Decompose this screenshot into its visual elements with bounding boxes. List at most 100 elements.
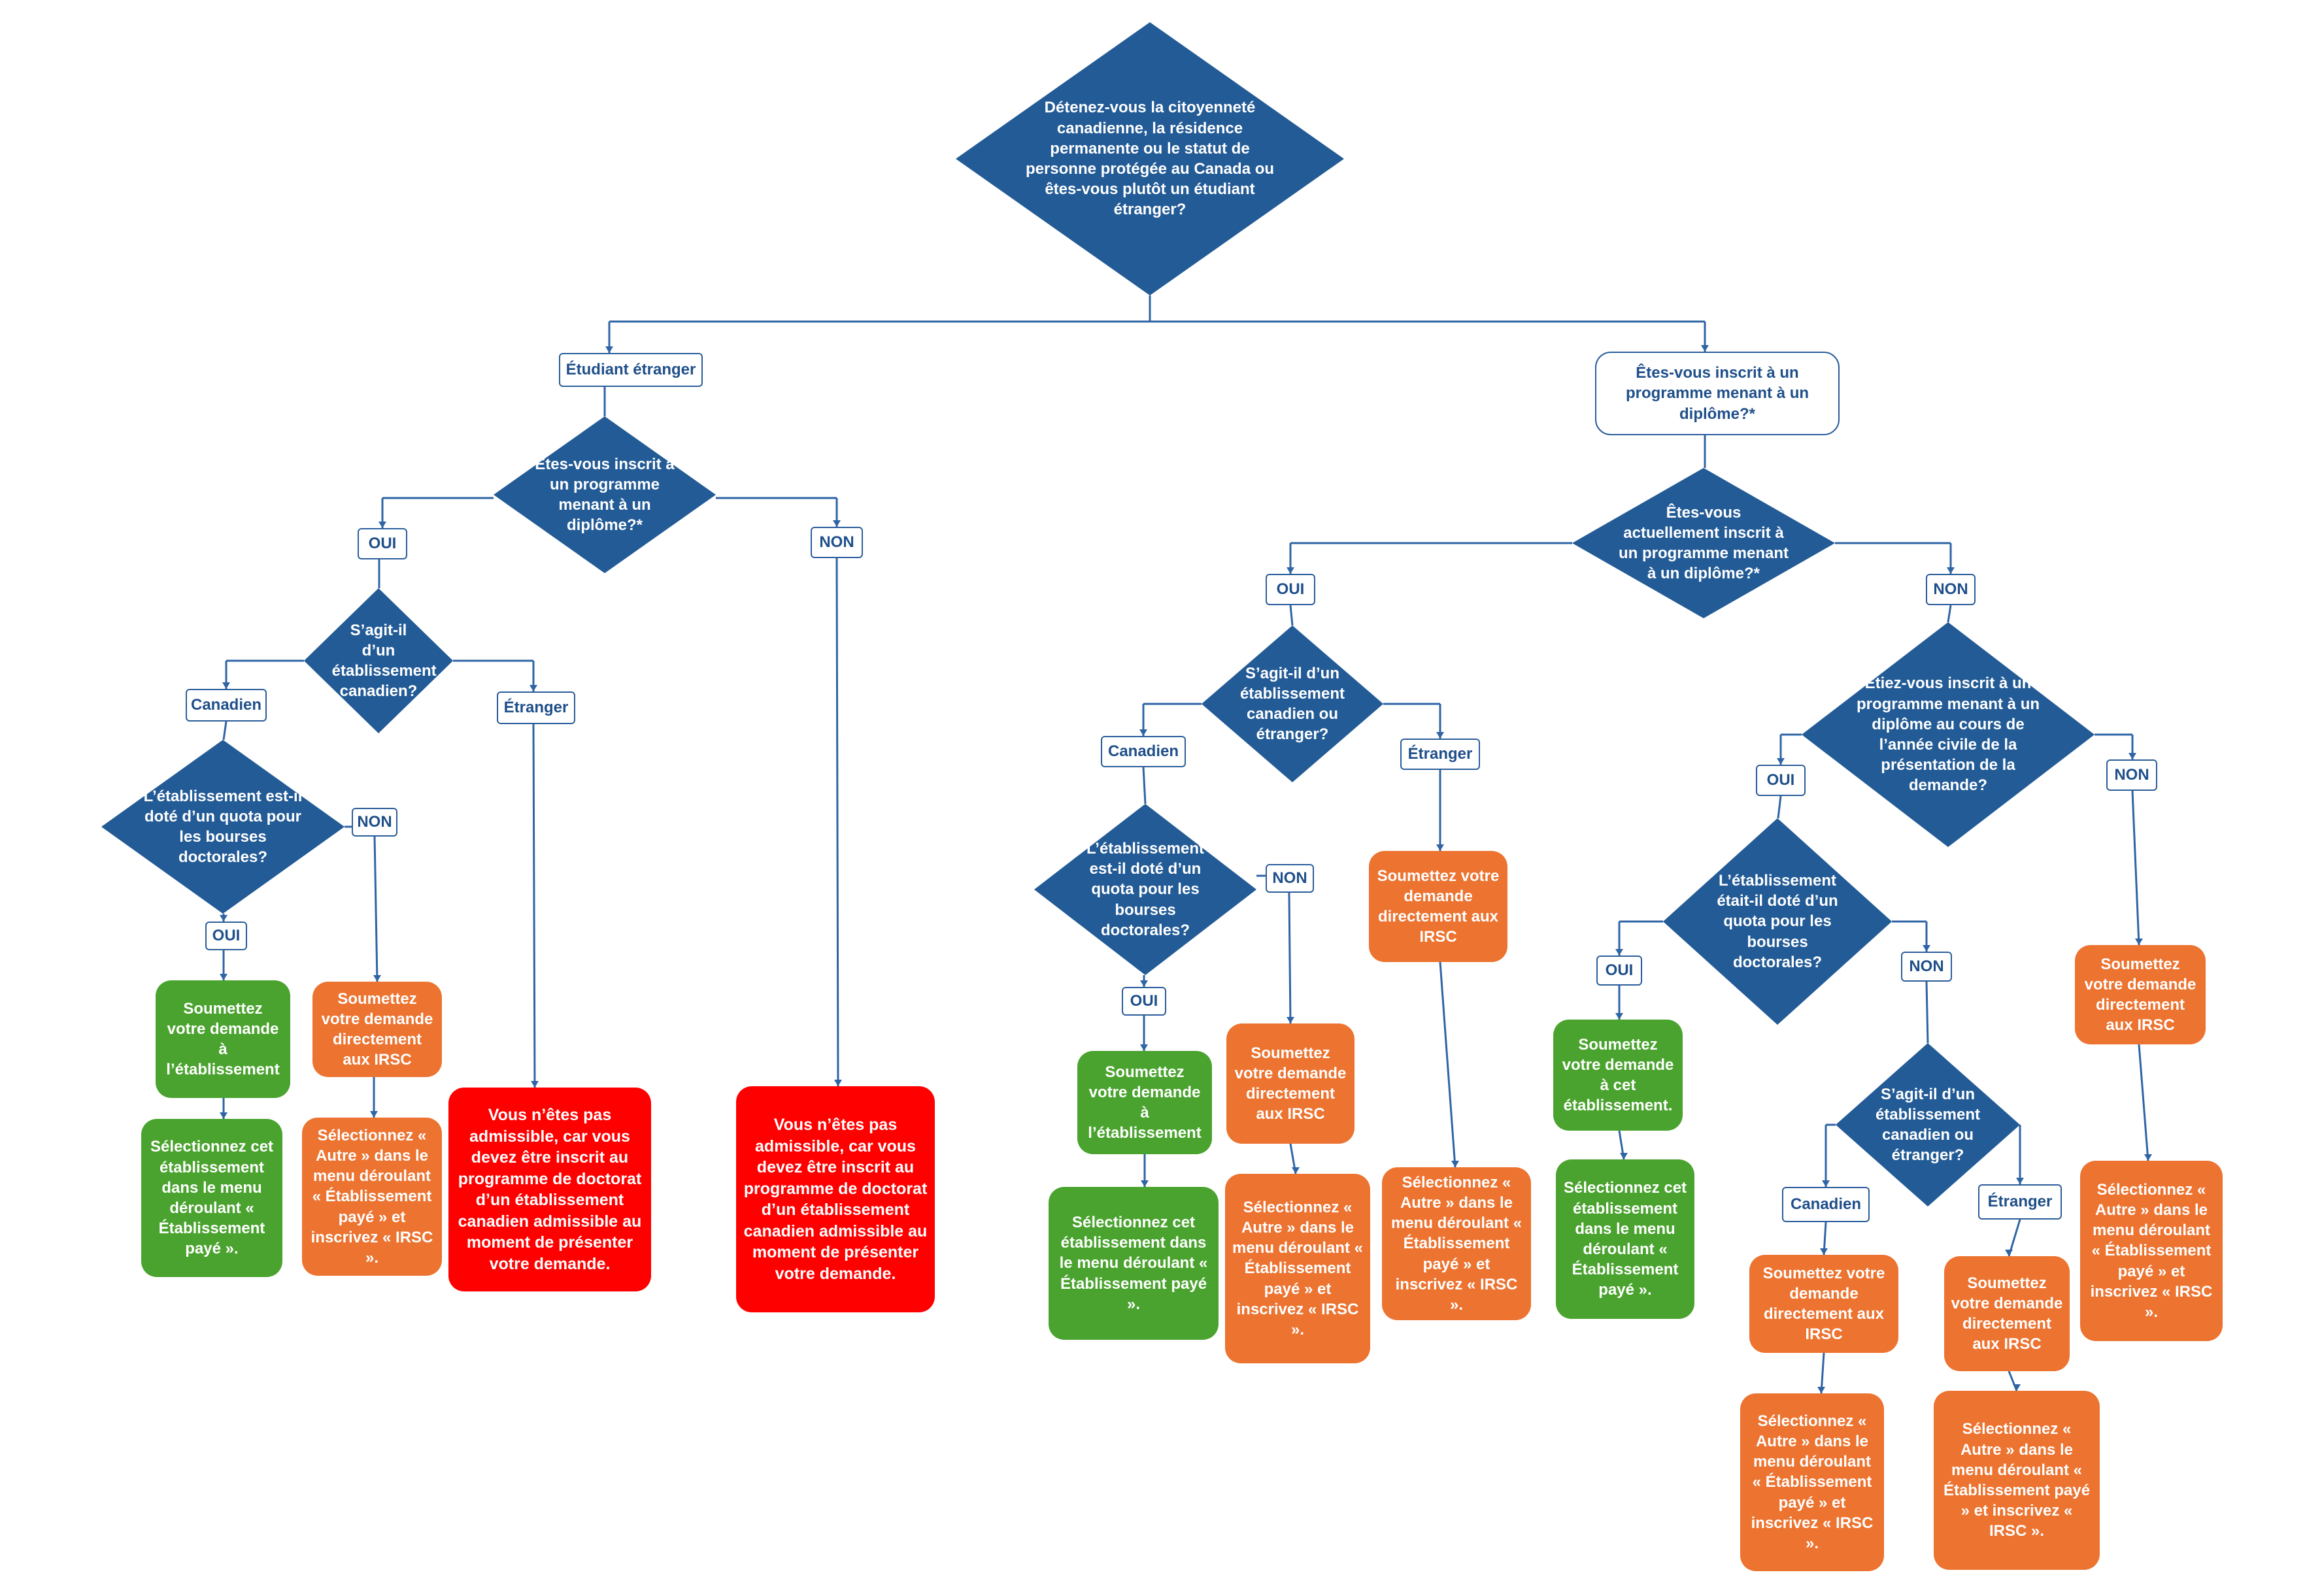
decision-current-enrolled: Êtes-vous actuellement inscrit à un prog… xyxy=(1572,468,1835,618)
label-foreign-non: NON xyxy=(811,527,863,558)
arrowhead-icon xyxy=(1436,844,1444,851)
arrowhead-icon xyxy=(1923,945,1930,952)
label-foreign-canadien: Canadien xyxy=(186,689,267,722)
decision-previous-quota: L’établissement était-il doté d’un quota… xyxy=(1663,818,1892,1025)
arrowhead-icon xyxy=(2144,1154,2152,1161)
arrowhead-icon xyxy=(222,682,230,689)
arrowhead-icon xyxy=(1451,1161,1459,1167)
label-foreign-quota-oui: OUI xyxy=(205,922,247,950)
label-previous-oui: OUI xyxy=(1756,765,1806,796)
connector-line xyxy=(1777,795,1782,819)
outcome-current-select-other-2: Sélectionnez « Autre » dans le menu déro… xyxy=(1382,1167,1531,1320)
label-current-non: NON xyxy=(1926,574,1976,605)
outcome-foreign-select-institution: Sélectionnez cet établissement dans le m… xyxy=(141,1119,282,1277)
outcome-previous-select-other-1: Sélectionnez « Autre » dans le menu déro… xyxy=(1740,1393,1884,1571)
arrowhead-icon xyxy=(1777,758,1785,765)
connector-line xyxy=(2131,790,2140,946)
outcome-previous-select-other-2: Sélectionnez « Autre » dans le menu déro… xyxy=(1934,1391,2100,1570)
arrowhead-icon xyxy=(373,975,381,982)
connector-line xyxy=(1142,767,1147,805)
arrowhead-icon xyxy=(2005,1250,2013,1256)
arrowhead-icon xyxy=(1817,1387,1825,1393)
arrowhead-icon xyxy=(605,346,613,353)
arrowhead-icon xyxy=(220,974,227,980)
label-current-quota-non: NON xyxy=(1266,864,1314,893)
arrowhead-icon xyxy=(1615,1013,1623,1020)
outcome-current-select-institution: Sélectionnez cet établissement dans le m… xyxy=(1049,1187,1219,1340)
outcome-current-submit-institution: Soumettez votre demande à l’établissemen… xyxy=(1077,1051,1212,1154)
label-previous-quota-oui: OUI xyxy=(1596,956,1642,986)
label-foreign-quota-non: NON xyxy=(352,808,397,837)
label-previous-non: NON xyxy=(2106,759,2157,791)
outcome-foreign-ineligible-2: Vous n’êtes pas admissible, car vous dev… xyxy=(736,1086,935,1312)
arrowhead-icon xyxy=(1615,949,1623,956)
arrowhead-icon xyxy=(1287,567,1294,574)
arrowhead-icon xyxy=(2135,939,2143,945)
outcome-previous-submit-cihr-2: Soumettez votre demande directement aux … xyxy=(1944,1256,2070,1371)
label-previous-canadien: Canadien xyxy=(1782,1187,1870,1222)
connector-line xyxy=(1439,961,1456,1168)
decision-foreign-enrolled: Êtes-vous inscrit à un programme menant … xyxy=(494,416,716,573)
label-current-etranger: Étranger xyxy=(1400,739,1480,770)
connector-line xyxy=(1820,1352,1825,1394)
arrowhead-icon xyxy=(530,685,537,691)
arrowhead-icon xyxy=(1140,980,1148,987)
arrowhead-icon xyxy=(1292,1167,1300,1174)
connector-line xyxy=(1289,605,1294,626)
arrowhead-icon xyxy=(834,1080,842,1086)
decision-previous-institution-text: S’agit-il d’un établissement canadien ou… xyxy=(1875,1085,1981,1165)
outcome-foreign-ineligible-1: Vous n’êtes pas admissible, car vous dev… xyxy=(448,1088,651,1291)
arrowhead-icon xyxy=(1822,1180,1830,1187)
arrowhead-icon xyxy=(220,1112,227,1119)
arrowhead-icon xyxy=(1140,1044,1148,1051)
outcome-current-select-other-1: Sélectionnez « Autre » dans le menu déro… xyxy=(1225,1174,1370,1363)
connector-line xyxy=(835,557,839,1087)
decision-previous-quota-text: L’établissement était-il doté d’un quota… xyxy=(1717,872,1838,971)
outcome-current-submit-cihr-2: Soumettez votre demande directement aux … xyxy=(1369,851,1507,962)
label-previous-etranger: Étranger xyxy=(1978,1184,2062,1220)
decision-previous-year: Étiez-vous inscrit à un programme menant… xyxy=(1802,622,2095,847)
label-current-quota-oui: OUI xyxy=(1122,987,1166,1016)
arrowhead-icon xyxy=(370,1111,378,1118)
label-previous-quota-non: NON xyxy=(1901,952,1952,982)
decision-current-quota: L’établissement est-il doté d’un quota p… xyxy=(1034,804,1256,975)
outcome-previous-submit-institution: Soumettez votre demande à cet établissem… xyxy=(1553,1020,1683,1131)
decision-current-institution-text: S’agit-il d’un établissement canadien ou… xyxy=(1239,664,1345,744)
connector-line xyxy=(222,721,227,740)
connector-line xyxy=(2138,1044,2149,1161)
label-enrolled-question: Êtes-vous inscrit à un programme menant … xyxy=(1595,352,1840,435)
arrowhead-icon xyxy=(2013,1384,2021,1391)
arrowhead-icon xyxy=(1287,1017,1294,1023)
label-foreign-student: Étudiant étranger xyxy=(559,353,703,387)
arrowhead-icon xyxy=(1820,1248,1828,1255)
arrowhead-icon xyxy=(531,1081,539,1088)
decision-citizenship-status: Détenez-vous la citoyenneté canadienne, … xyxy=(956,22,1344,295)
label-current-canadien: Canadien xyxy=(1101,736,1186,767)
decision-current-enrolled-text: Êtes-vous actuellement inscrit à un prog… xyxy=(1618,503,1789,583)
decision-previous-institution: S’agit-il d’un établissement canadien ou… xyxy=(1836,1043,2020,1206)
connector-line xyxy=(1288,892,1292,1024)
outcome-previous-select-other-3: Sélectionnez « Autre » dans le menu déro… xyxy=(2080,1161,2223,1341)
connector-line xyxy=(532,723,536,1088)
outcome-current-submit-cihr-1: Soumettez votre demande directement aux … xyxy=(1226,1023,1354,1144)
label-foreign-etranger: Étranger xyxy=(497,691,575,724)
arrowhead-icon xyxy=(1436,732,1444,739)
arrowhead-icon xyxy=(1139,729,1147,736)
label-current-oui: OUI xyxy=(1266,574,1315,605)
decision-foreign-institution: S’agit-il d’un établissement canadien? xyxy=(304,588,453,733)
label-foreign-oui: OUI xyxy=(358,528,407,559)
decision-foreign-quota-text: L’établissement est-il doté d’un quota p… xyxy=(143,787,303,867)
decision-previous-year-text: Étiez-vous inscrit à un programme menant… xyxy=(1856,674,2040,795)
decision-citizenship-status-text: Détenez-vous la citoyenneté canadienne, … xyxy=(1025,99,1275,219)
arrowhead-icon xyxy=(2128,753,2136,759)
decision-current-quota-text: L’établissement est-il doté d’un quota p… xyxy=(1086,840,1205,939)
decision-foreign-institution-text: S’agit-il d’un établissement canadien? xyxy=(331,621,437,701)
arrowhead-icon xyxy=(1620,1153,1628,1159)
arrowhead-icon xyxy=(379,522,386,528)
outcome-foreign-select-other: Sélectionnez « Autre » dans le menu déro… xyxy=(302,1118,442,1276)
arrowhead-icon xyxy=(1701,345,1709,352)
connector-line xyxy=(1925,981,1929,1044)
outcome-foreign-submit-cihr: Soumettez votre demande directement aux … xyxy=(312,982,442,1077)
